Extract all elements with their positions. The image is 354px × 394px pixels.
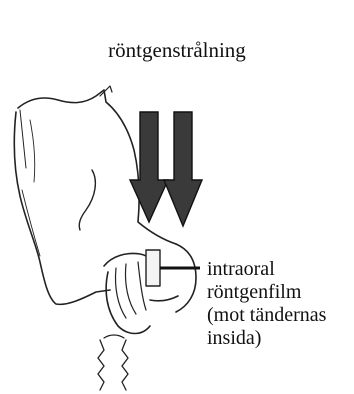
intraoral-film (146, 250, 160, 286)
film-holder (98, 335, 128, 390)
callout-line: insida) (207, 327, 326, 350)
film-callout: intraoral röntgenfilm (mot tändernas ins… (207, 258, 326, 350)
head-outline (14, 86, 196, 312)
callout-line: intraoral (207, 258, 326, 281)
downward-arrow-icon (164, 112, 202, 226)
callout-line: röntgenfilm (207, 281, 326, 304)
callout-line: (mot tändernas (207, 304, 326, 327)
mouth-with-film (104, 250, 178, 334)
downward-arrow-icon (130, 112, 168, 222)
